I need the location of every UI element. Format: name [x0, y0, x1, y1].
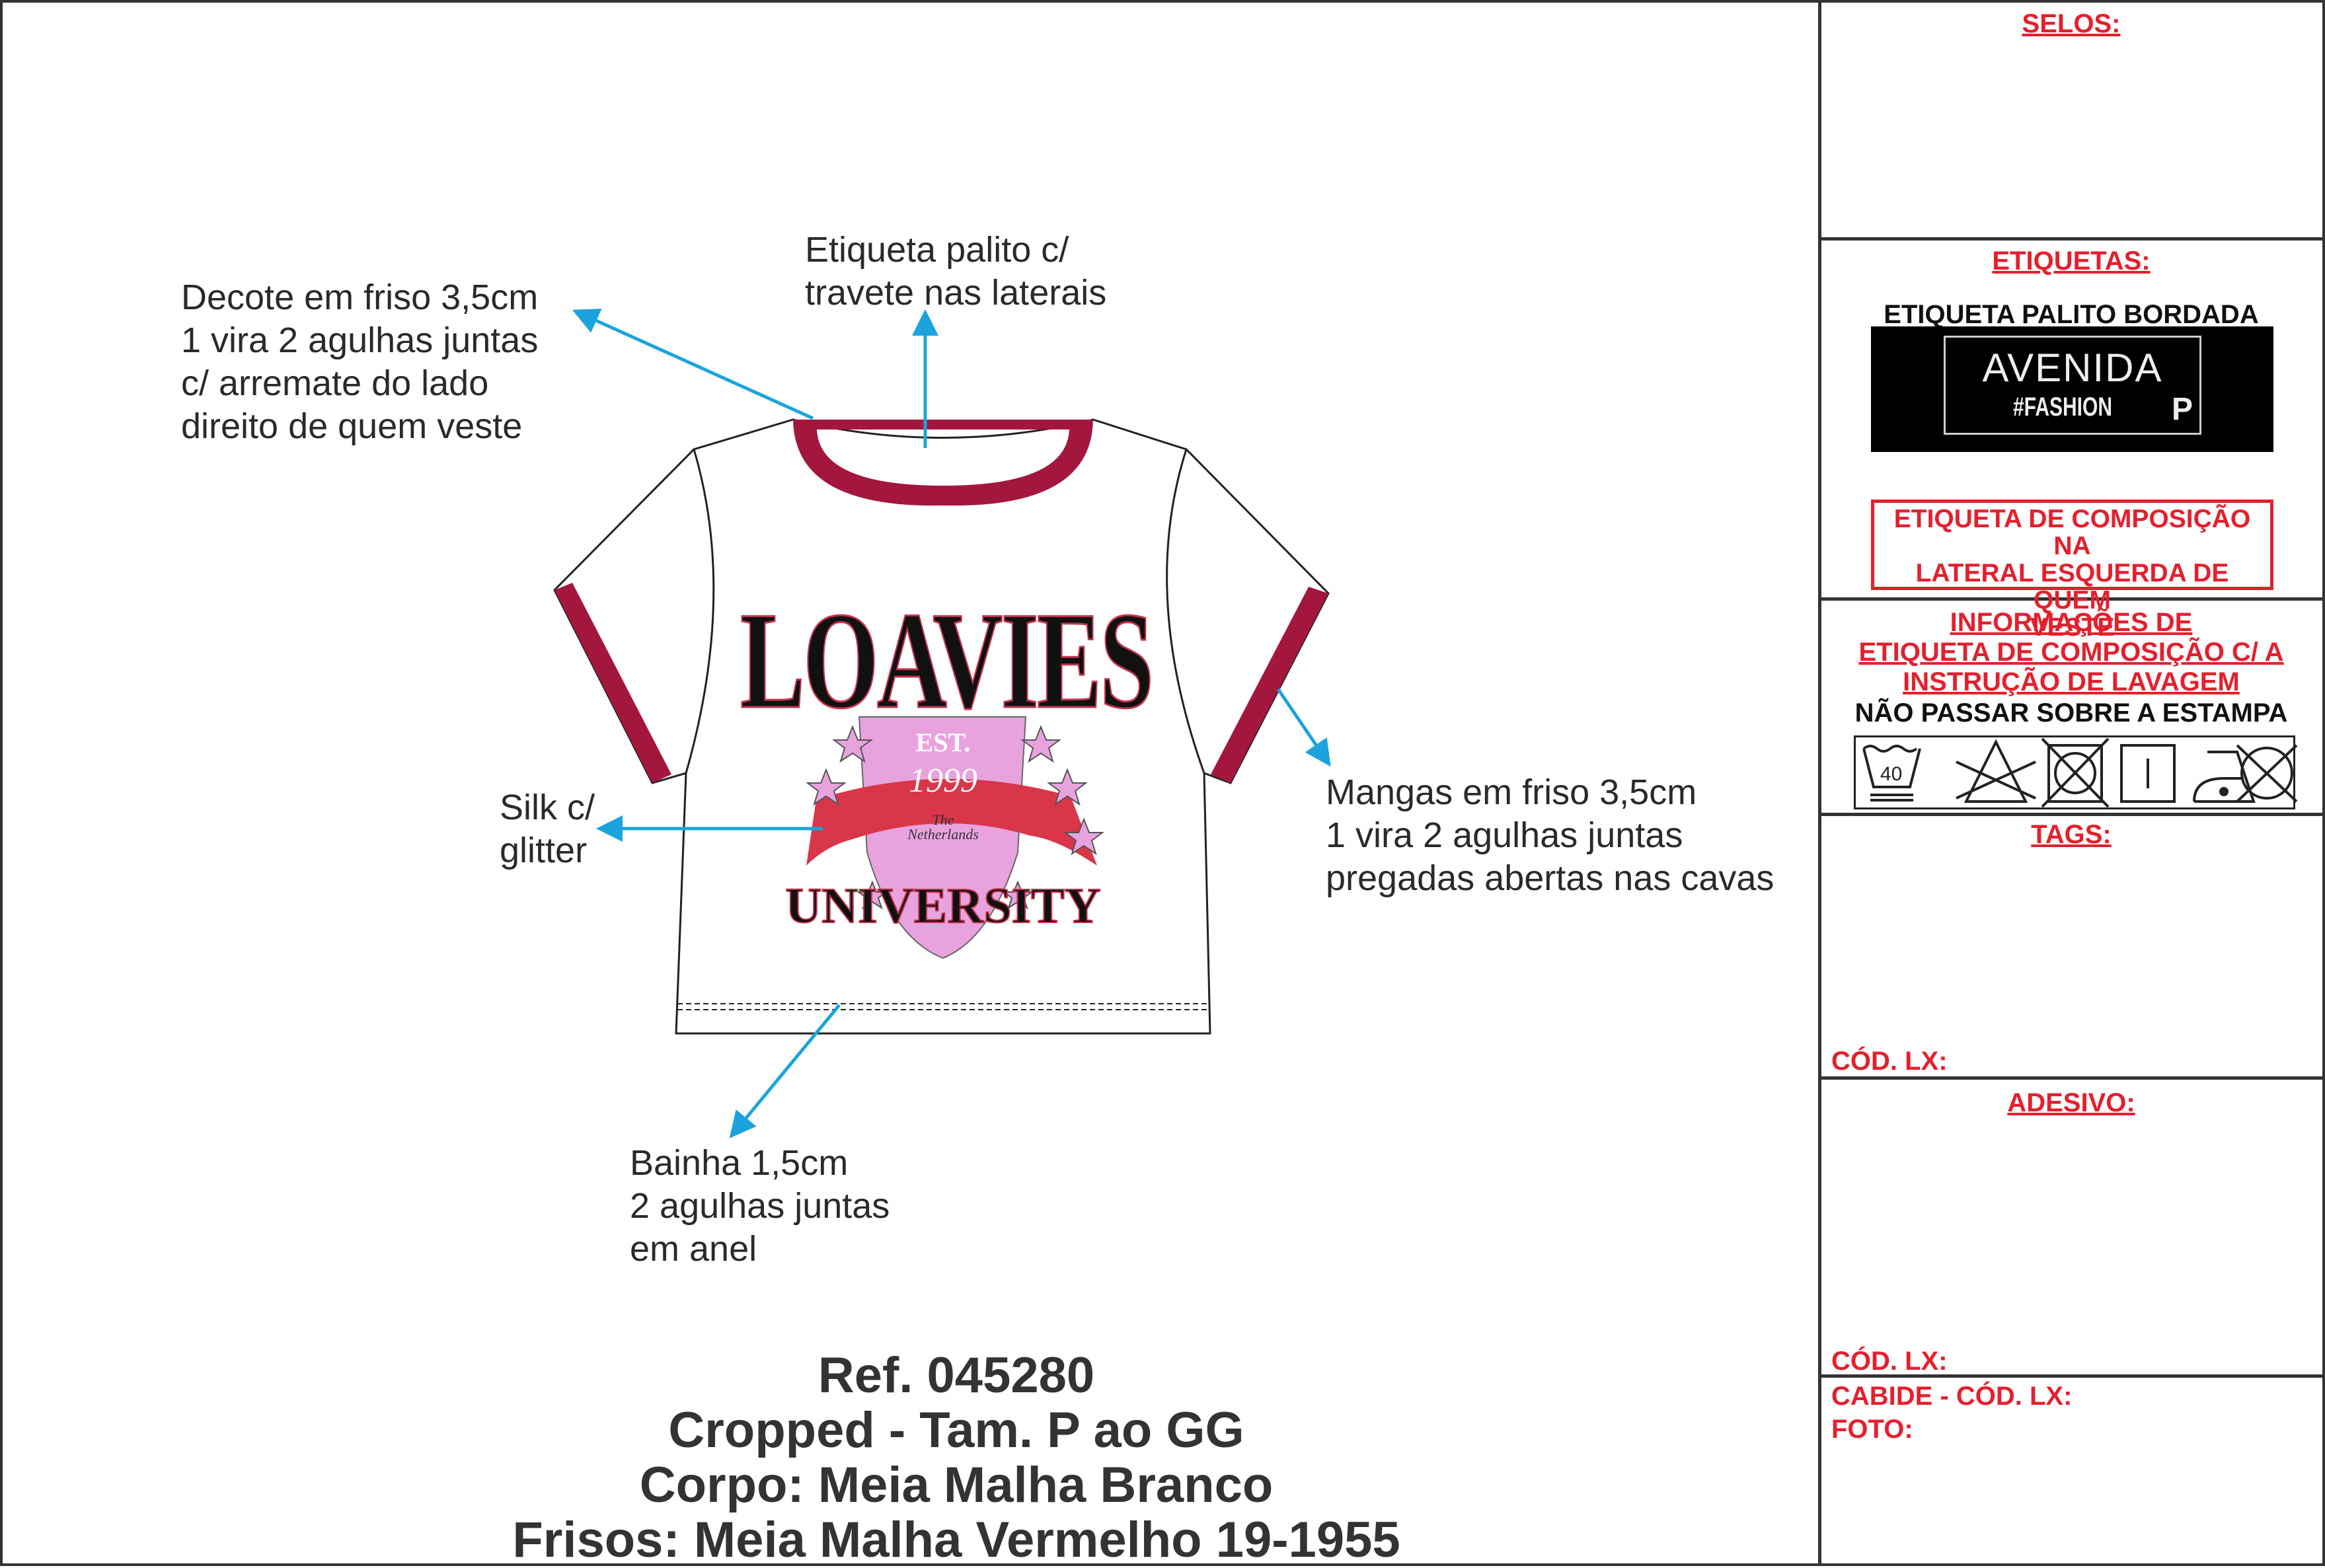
no-bleach-icon [1956, 739, 2036, 803]
cabide-cod: CABIDE - CÓD. LX: [1831, 1382, 2073, 1411]
arrow-mangas [1276, 688, 1331, 767]
print-graphic [806, 716, 1104, 959]
annotation-etiqueta: Etiqueta palito c/travete nas laterais [805, 230, 1107, 313]
divider [1818, 237, 2325, 241]
palito-label: ETIQUETA PALITO BORDADA [1884, 300, 2259, 329]
adesivo-heading: ADESIVO: [2007, 1088, 2135, 1117]
divider [1818, 813, 2325, 816]
svg-text:40: 40 [1880, 763, 1902, 785]
arrow-bainha [729, 1004, 841, 1139]
label-size: P [2172, 392, 2193, 427]
print-bottom: UNIVERSITY [784, 877, 1101, 934]
cod-lx-tags: CÓD. LX: [1831, 1047, 1948, 1076]
no-dry-clean-icon [2236, 744, 2298, 803]
tags-heading: TAGS: [2031, 820, 2112, 849]
print-est: EST. [915, 728, 971, 757]
care-icons-box [1854, 735, 2295, 809]
divider [1818, 1374, 2325, 1378]
label-brand: AVENIDA [1982, 346, 2163, 390]
divider [1818, 597, 2325, 601]
friso-sleeve-left [554, 583, 671, 783]
iron-low-icon [2193, 751, 2256, 803]
arrow-decote [572, 309, 814, 420]
print-title: LOAVIES [740, 583, 1155, 739]
care-icons: 40 [1862, 737, 2298, 808]
warning-text: NÃO PASSAR SOBRE A ESTAMPA [1854, 698, 2288, 728]
stars [806, 725, 1104, 910]
foto-label: FOTO: [1831, 1415, 1913, 1444]
annotation-silk: Silk c/glitter [500, 788, 595, 870]
banner [806, 778, 1097, 866]
selos-heading: SELOS: [2022, 9, 2121, 38]
print-year: 1999 [909, 762, 977, 800]
etiquetas-heading: ETIQUETAS: [1992, 246, 2151, 276]
panel-divider [1818, 0, 1821, 1566]
friso-sleeve-right [1211, 587, 1328, 783]
wash-40-icon: 40 [1862, 745, 1921, 802]
label-tag: #FASHION [2012, 392, 2113, 422]
print-sub2: Netherlands [907, 826, 979, 842]
divider [1818, 1076, 2325, 1080]
brand-label-image: AVENIDA #FASHION P [1871, 326, 2273, 452]
cod-lx-adesivo: CÓD. LX: [1831, 1347, 1948, 1376]
print-sub1: The [932, 811, 954, 828]
friso-collar [793, 420, 1093, 506]
line-dry-icon [2120, 744, 2176, 803]
no-tumble-dry-icon [2041, 737, 2110, 808]
